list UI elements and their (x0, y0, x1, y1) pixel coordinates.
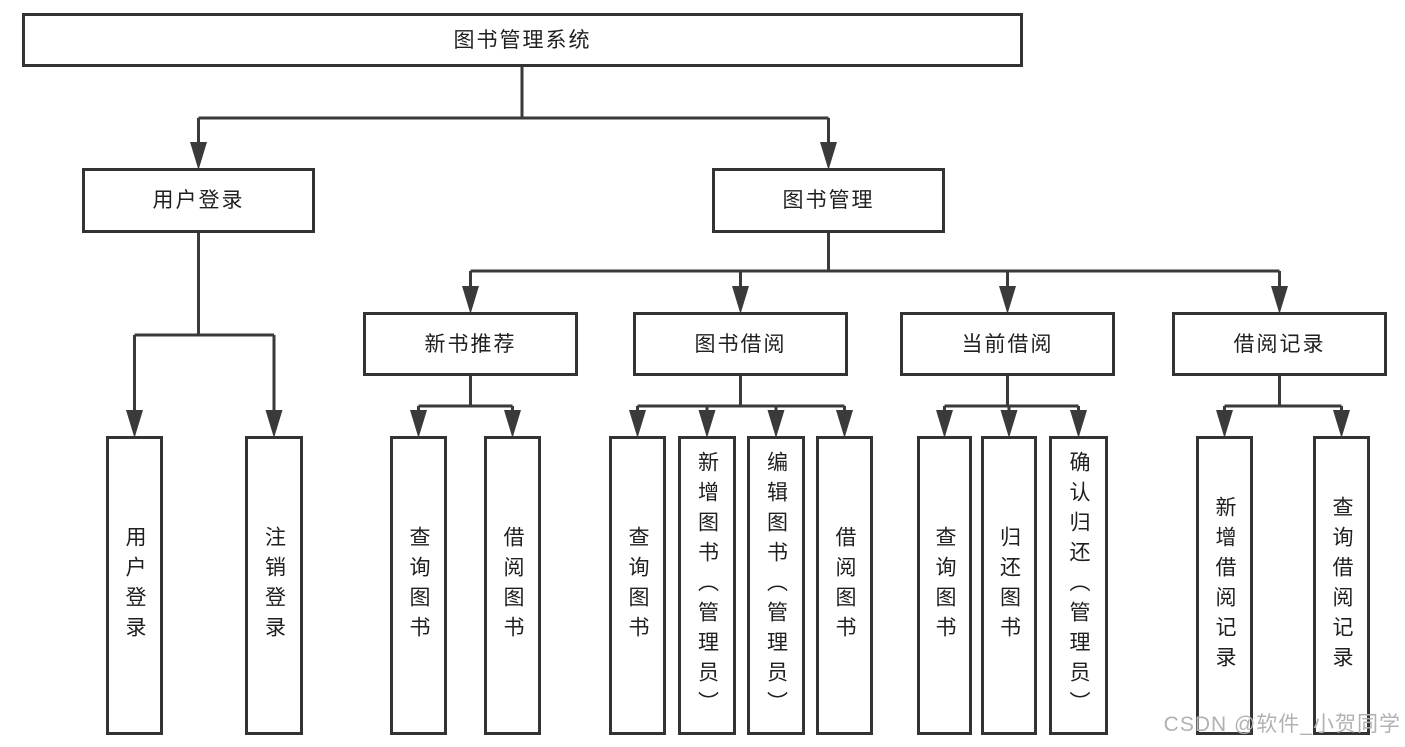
csdn-watermark: CSDN @软件_小贺同学 (1163, 713, 1401, 736)
leaf-cb-query-books-label: 查询图书 (933, 525, 956, 646)
node-book-borrowing: 图书借阅 (633, 312, 848, 376)
node-root-library-system: 图书管理系统 (22, 13, 1023, 67)
node-book-management-label: 图书管理 (782, 189, 875, 212)
leaf-bb-query-books: 查询图书 (609, 436, 666, 735)
leaf-bb-edit-books-admin-label: 编辑图书（管理员） (764, 450, 788, 721)
leaf-bb-edit-books-admin: 编辑图书（管理员） (747, 436, 805, 735)
leaf-bb-add-books-admin: 新增图书（管理员） (678, 436, 736, 735)
leaf-bb-borrow-books: 借阅图书 (816, 436, 873, 735)
node-user-login-label: 用户登录 (152, 189, 245, 212)
node-new-book-recommend: 新书推荐 (363, 312, 578, 376)
leaf-nbr-borrow-books-label: 借阅图书 (501, 525, 524, 646)
leaf-cb-confirm-return-admin: 确认归还（管理员） (1049, 436, 1108, 735)
leaf-logout-label: 注销登录 (262, 525, 286, 646)
node-root-label: 图书管理系统 (453, 28, 592, 52)
node-borrowing-records-label: 借阅记录 (1233, 332, 1326, 356)
leaf-bb-add-books-admin-label: 新增图书（管理员） (695, 450, 719, 721)
leaf-br-query-record-label: 查询借阅记录 (1330, 495, 1353, 676)
node-book-borrowing-label: 图书借阅 (694, 332, 787, 356)
node-current-borrowing: 当前借阅 (900, 312, 1115, 376)
node-book-management: 图书管理 (712, 168, 945, 233)
leaf-nbr-query-books-label: 查询图书 (407, 525, 430, 646)
leaf-bb-borrow-books-label: 借阅图书 (833, 525, 856, 646)
node-current-borrowing-label: 当前借阅 (961, 332, 1054, 356)
leaf-br-query-record: 查询借阅记录 (1313, 436, 1370, 735)
leaf-cb-return-books-label: 归还图书 (997, 525, 1021, 646)
arrowheads (126, 142, 1350, 438)
leaf-br-add-record: 新增借阅记录 (1196, 436, 1253, 735)
leaf-logout: 注销登录 (245, 436, 303, 735)
leaf-cb-query-books: 查询图书 (917, 436, 972, 735)
leaf-user-login: 用户登录 (106, 436, 163, 735)
node-new-book-recommend-label: 新书推荐 (424, 332, 517, 356)
leaf-nbr-borrow-books: 借阅图书 (484, 436, 541, 735)
leaf-br-add-record-label: 新增借阅记录 (1213, 495, 1236, 676)
leaf-cb-confirm-return-admin-label: 确认归还（管理员） (1067, 450, 1090, 721)
leaf-cb-return-books: 归还图书 (981, 436, 1037, 735)
tree-connectors (133, 67, 1343, 412)
leaf-user-login-label: 用户登录 (123, 525, 146, 646)
leaf-nbr-query-books: 查询图书 (390, 436, 447, 735)
leaf-bb-query-books-label: 查询图书 (626, 525, 649, 646)
node-user-login: 用户登录 (82, 168, 315, 233)
node-borrowing-records: 借阅记录 (1172, 312, 1387, 376)
